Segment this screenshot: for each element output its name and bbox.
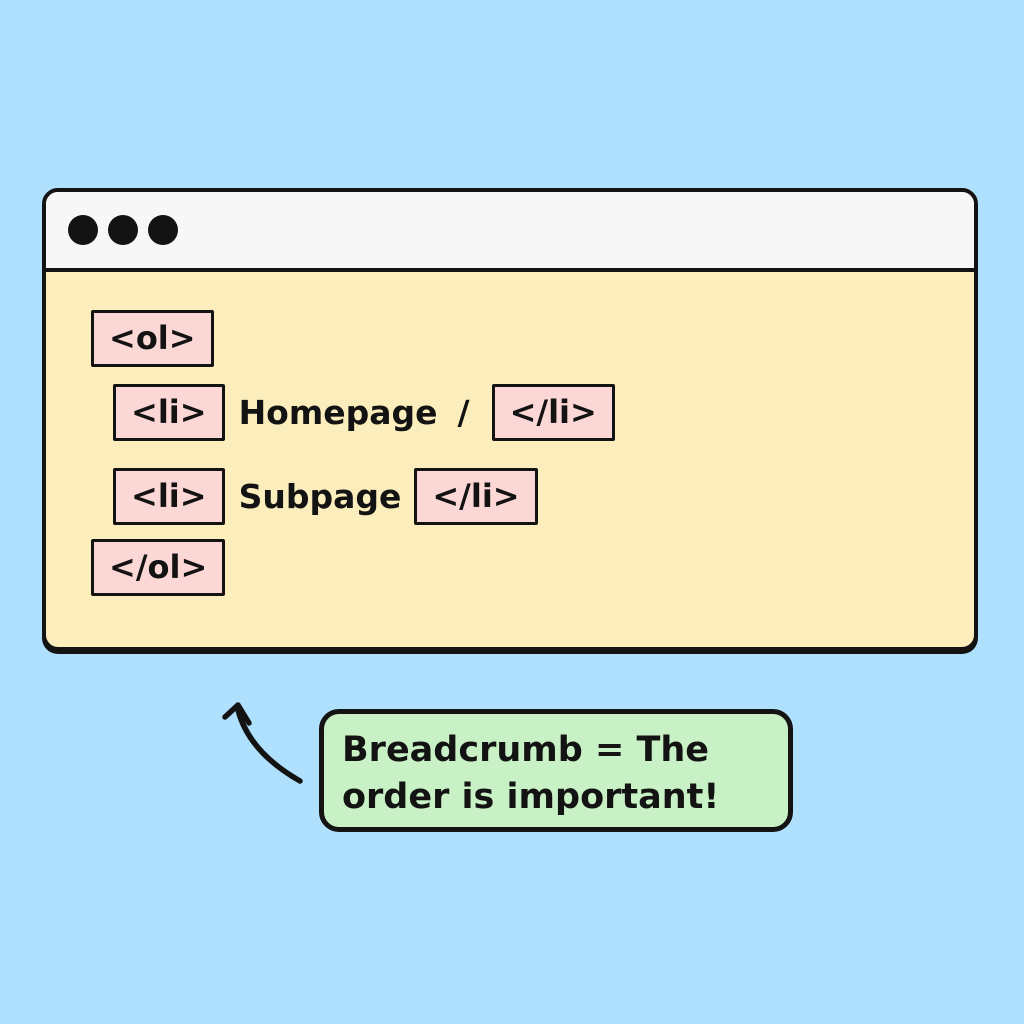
window-control-dot-icon — [68, 215, 98, 245]
tag-box-li-close: </li> — [414, 468, 538, 525]
curved-arrow-icon — [222, 702, 303, 784]
window-control-dot-icon — [108, 215, 138, 245]
tag-box-ol-open: <ol> — [91, 310, 214, 367]
callout-text-line: Breadcrumb = The — [342, 730, 710, 770]
browser-content: <ol> <li> Homepage / </li> <li> Subpage … — [46, 272, 974, 647]
callout-text-line: order is important! — [342, 777, 720, 817]
breadcrumb-item-subpage: Subpage — [238, 476, 402, 516]
browser-window: <ol> <li> Homepage / </li> <li> Subpage … — [42, 188, 978, 651]
tag-box-li-close: </li> — [491, 384, 615, 441]
callout-note: Breadcrumb = The order is important! — [319, 709, 793, 832]
code-line-ol-open: <ol> — [91, 310, 214, 367]
tag-box-li-open: <li> — [113, 384, 225, 441]
tag-box-ol-close: </ol> — [91, 539, 226, 596]
window-control-dot-icon — [148, 215, 178, 245]
browser-titlebar — [46, 192, 974, 272]
code-line-homepage: <li> Homepage / </li> — [113, 384, 615, 441]
code-line-ol-close: </ol> — [91, 539, 226, 596]
breadcrumb-item-homepage: Homepage — [238, 392, 438, 432]
breadcrumb-separator-slash: / — [457, 392, 470, 432]
code-line-subpage: <li> Subpage </li> — [113, 468, 538, 525]
tag-box-li-open: <li> — [113, 468, 225, 525]
